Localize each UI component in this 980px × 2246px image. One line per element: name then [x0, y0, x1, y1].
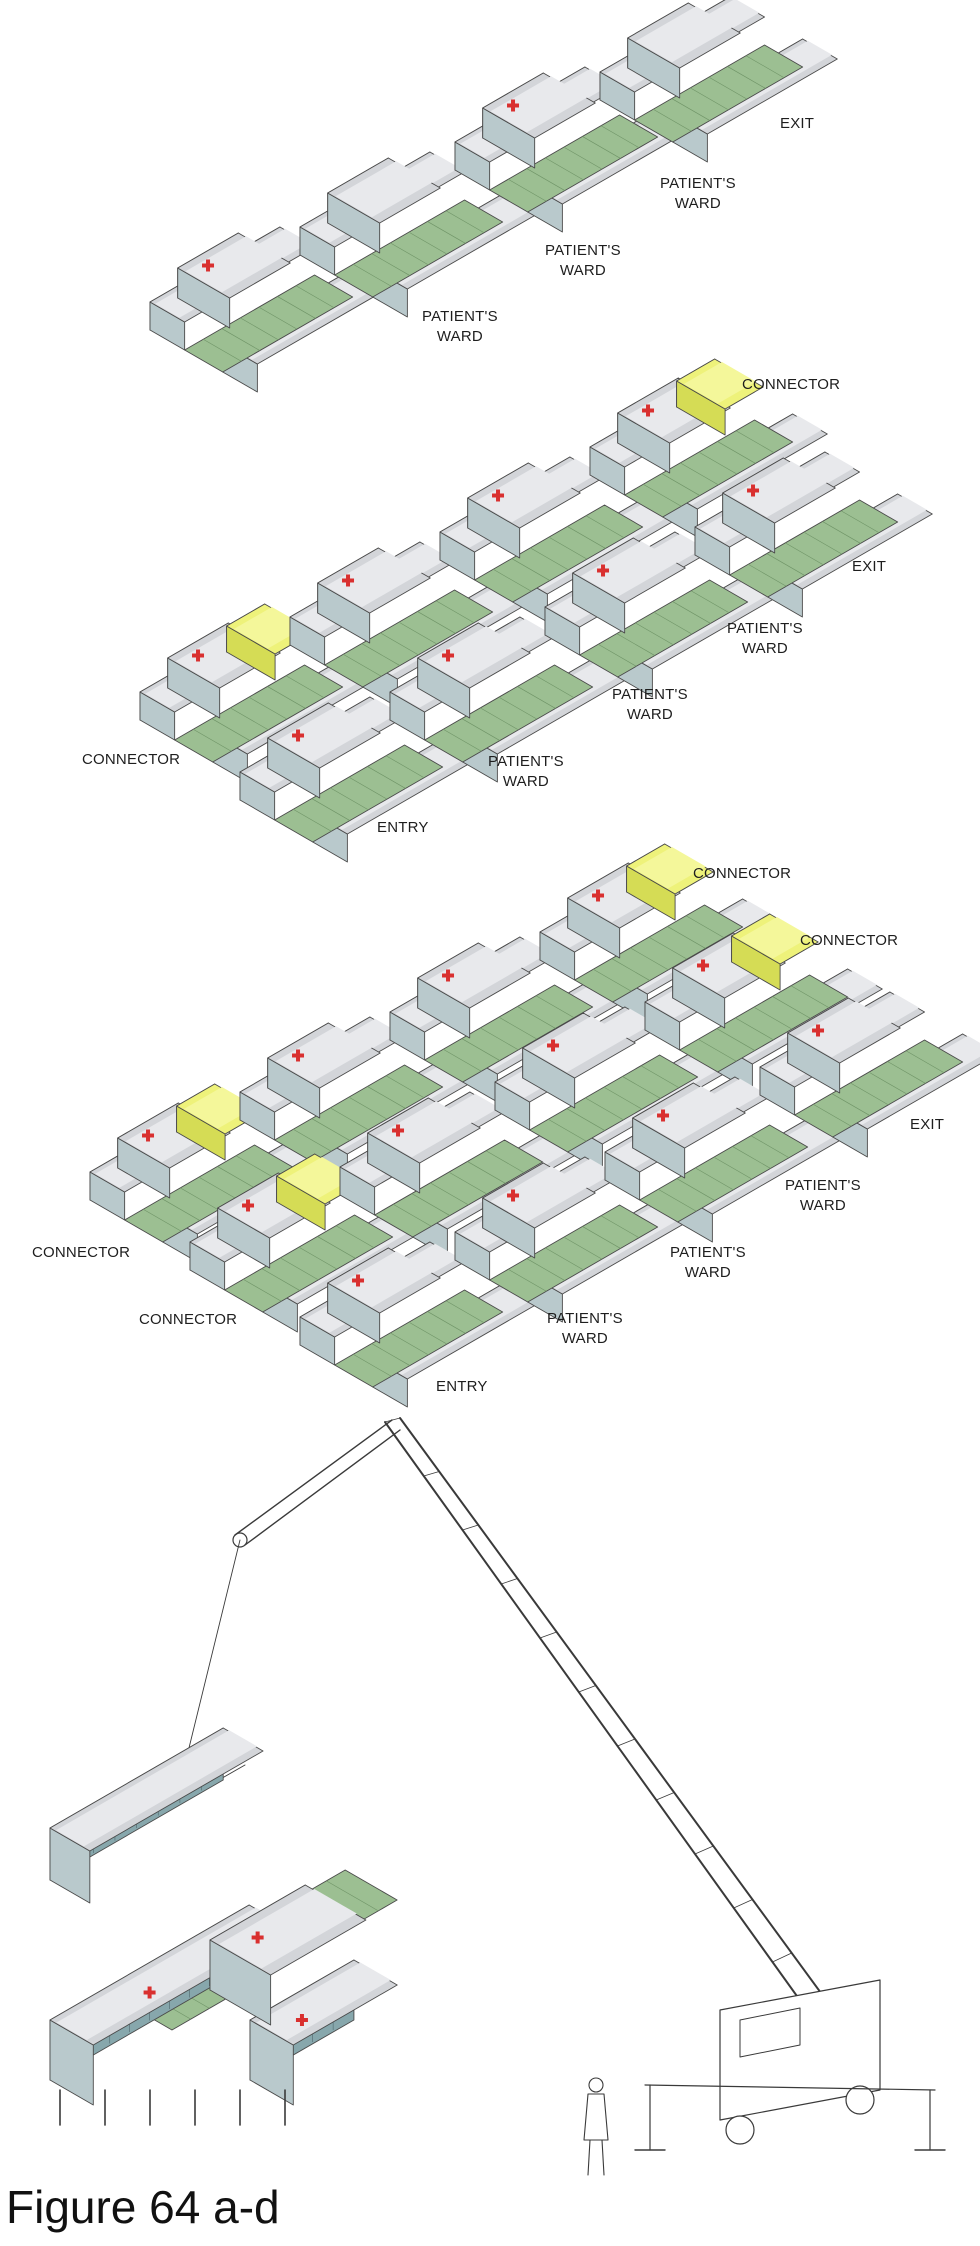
green-deck: [639, 1124, 809, 1223]
pod-roof-highlight: [233, 607, 306, 649]
crane-wheel-icon: [845, 2085, 875, 2115]
pod-roof-highlight: [55, 1730, 258, 1847]
green-deck: [174, 664, 344, 763]
pod-roof-highlight: [635, 6, 733, 63]
green-deck: [794, 1039, 964, 1138]
green-deck: [529, 1054, 699, 1153]
green-deck: [274, 744, 444, 843]
green-deck: [224, 1214, 394, 1313]
pod-roof-highlight: [275, 1026, 373, 1083]
green-deck: [184, 274, 354, 373]
connector-label-b-top: CONNECTOR: [742, 376, 841, 393]
crane-body: [719, 1979, 881, 2121]
green-deck: [574, 904, 744, 1003]
exit-label-b: EXIT: [852, 558, 887, 575]
pod-roof-highlight: [219, 1889, 357, 1969]
pod-roof-highlight: [375, 1101, 473, 1158]
crane-cab: [739, 2007, 801, 2058]
pod-roof-highlight: [256, 1962, 391, 2041]
pod-roof-highlight: [738, 917, 811, 959]
connector-label-c-left: CONNECTOR: [32, 1244, 131, 1261]
crane-outrigger: [644, 2084, 936, 2091]
crane-wheel-icon: [725, 2115, 755, 2145]
green-deck: [334, 199, 504, 298]
pod-roof-highlight: [490, 76, 588, 133]
green-deck: [489, 114, 659, 213]
green-deck: [624, 419, 794, 518]
green-deck: [274, 1064, 444, 1163]
green-deck: [729, 499, 899, 598]
crane-hook-icon: [232, 1532, 248, 1548]
lifted-pod: [49, 1727, 264, 1904]
green-deck: [324, 589, 494, 688]
connector-label-b-left: CONNECTOR: [82, 751, 181, 768]
exit-label-c: EXIT: [910, 1116, 945, 1133]
entry-label-b: ENTRY: [377, 819, 429, 836]
pod-roof-highlight: [425, 626, 523, 683]
figure-caption: Figure 64 a-d: [6, 2181, 280, 2233]
green-deck: [424, 984, 594, 1083]
person-body: [583, 2093, 609, 2141]
person-icon: [588, 2077, 604, 2093]
pod-roof-highlight: [640, 1086, 738, 1143]
diagram-d: [49, 1417, 946, 2176]
pod-roof-highlight: [425, 946, 523, 1003]
pod-roof-highlight: [490, 1166, 588, 1223]
crane-jib: [234, 1419, 393, 1536]
green-deck: [334, 1289, 504, 1388]
green-deck: [679, 974, 849, 1073]
pod-roof-highlight: [283, 1157, 356, 1199]
pod-roof-highlight: [325, 551, 423, 608]
pod-roof-highlight: [730, 461, 828, 518]
pod-roof-highlight: [633, 847, 706, 889]
diagram-b: [139, 358, 933, 863]
connector-label-c-bottom: CONNECTOR: [139, 1311, 238, 1328]
pod-roof-highlight: [475, 466, 573, 523]
entry-label-c: ENTRY: [436, 1378, 488, 1395]
pod-roof-highlight: [795, 1001, 893, 1058]
green-deck: [374, 1139, 544, 1238]
diagram-a: [149, 0, 838, 393]
green-deck: [634, 44, 804, 143]
pod-roof-highlight: [185, 236, 283, 293]
green-deck: [489, 1204, 659, 1303]
connector-label-c-right: CONNECTOR: [800, 932, 899, 949]
pod-roof-highlight: [683, 362, 756, 404]
green-deck: [424, 664, 594, 763]
pod-roof-highlight: [335, 1251, 433, 1308]
diagram-c: [89, 843, 980, 1408]
pod-roof-highlight: [335, 161, 433, 218]
connector-label-c-top: CONNECTOR: [693, 865, 792, 882]
green-deck: [474, 504, 644, 603]
pod-roof-highlight: [183, 1087, 256, 1129]
pod-roof-highlight: [530, 1016, 628, 1073]
green-deck: [579, 579, 749, 678]
exit-label-a: EXIT: [780, 115, 815, 132]
pod-roof-highlight: [275, 706, 373, 763]
pod-roof-highlight: [580, 541, 678, 598]
assembled-unit: [49, 1869, 398, 2106]
